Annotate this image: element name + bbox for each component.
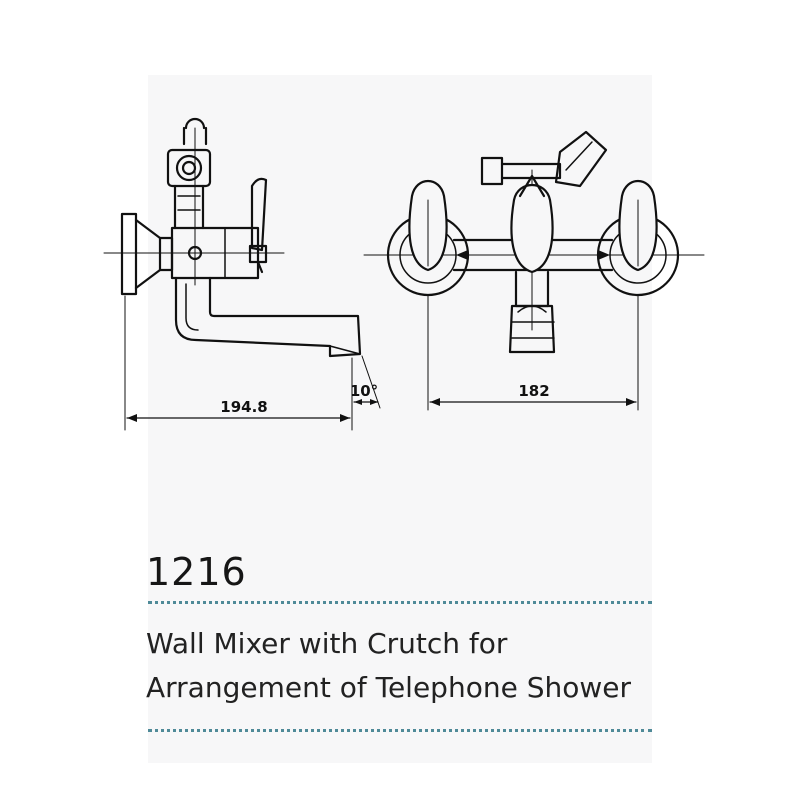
crutch-holder-detail: [565, 141, 593, 171]
wall-flange: [120, 212, 138, 296]
angle-extension: [361, 355, 381, 409]
dimension-spacing-label: 182: [518, 382, 549, 400]
spout-outlet: [329, 345, 361, 355]
angle-arrow-right: [370, 399, 378, 405]
flange-cone: [134, 218, 162, 290]
outlet-curve: [517, 305, 547, 313]
spout: [174, 276, 362, 358]
front-view: 182: [363, 130, 705, 411]
product-title-line-1: Wall Mixer with Crutch for: [146, 627, 508, 660]
mixer-body: [170, 226, 260, 280]
crutch-rod: [500, 162, 562, 180]
crutch-stem-rings: [177, 195, 201, 211]
body-center-mark: [187, 245, 203, 261]
dimension-width-label: 194.8: [220, 398, 267, 416]
bar-arrow-right: [598, 250, 610, 260]
crutch-socket: [480, 156, 504, 186]
flange-neck: [158, 236, 174, 272]
center-lever: [510, 184, 554, 274]
crutch-holder: [554, 130, 608, 188]
model-number: 1216: [146, 550, 247, 594]
lever-tip: [256, 260, 264, 274]
crutch-arm: [182, 126, 208, 146]
spout-inner: [185, 283, 199, 331]
crutch-body: [166, 148, 212, 188]
outlet-body: [508, 304, 556, 354]
dotted-divider-bottom: [148, 729, 652, 732]
lever-top: [518, 174, 546, 198]
spacing-arrow-left: [430, 398, 440, 406]
crutch-stem: [173, 184, 205, 230]
crutch-ring: [175, 154, 203, 182]
crutch-hook: [184, 117, 206, 130]
product-title-line-2: Arrangement of Telephone Shower: [146, 671, 631, 704]
arrow-left: [127, 414, 137, 422]
crutch-ring-inner: [181, 160, 197, 176]
product-title: Wall Mixer with Crutch for Arrangement o…: [146, 622, 631, 710]
drawing-panel: [148, 75, 652, 763]
outlet-rings: [511, 321, 555, 339]
spacing-arrow-right: [626, 398, 636, 406]
angle-label: 10°: [350, 382, 378, 400]
dotted-divider-top: [148, 601, 652, 604]
lever-handle: [250, 177, 268, 252]
bar-arrow-left: [456, 250, 468, 260]
side-view: 194.8 10°: [103, 117, 381, 431]
angle-arrow-left: [354, 399, 362, 405]
arrow-right: [340, 414, 350, 422]
